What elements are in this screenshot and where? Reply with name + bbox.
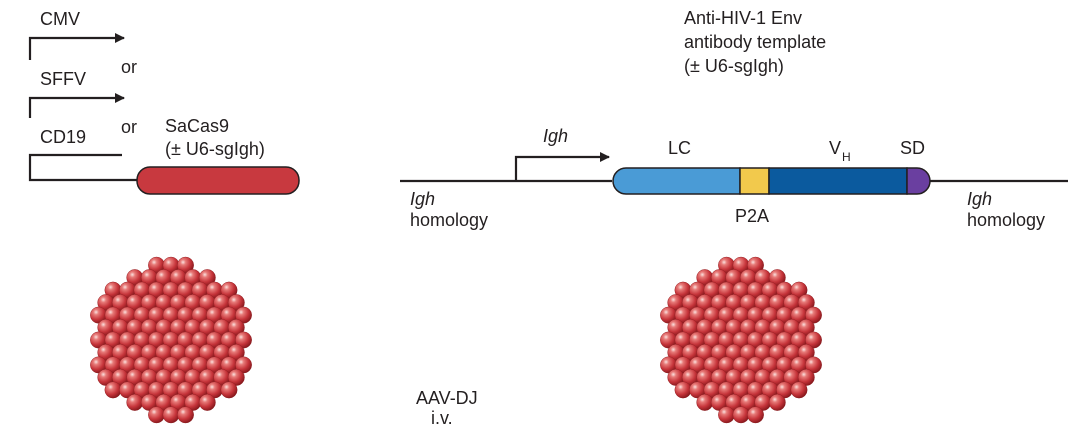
capsid-sphere: [718, 406, 735, 424]
capsid-sphere: [747, 406, 764, 424]
promoter-cmv-label: CMV: [40, 9, 80, 29]
vh-label-subscript: H: [842, 150, 851, 164]
sacas9-gene-box: [136, 166, 300, 195]
aav-capsid-left: [90, 256, 252, 424]
promoter-sffv-label: SFFV: [40, 69, 86, 89]
capsid-sphere: [790, 381, 808, 399]
capsid-sphere: [104, 381, 122, 399]
right-homology-label-1: Igh: [967, 189, 992, 209]
capsid-sphere: [696, 393, 714, 411]
capsid-sphere: [674, 381, 692, 399]
sd-segment: [906, 167, 931, 195]
delivery-route-label: i.v.: [431, 408, 453, 428]
left-construct: CMV or SFFV or CD19 SaCas9 (± U6-sgIgh): [28, 9, 300, 424]
capsid-sphere: [148, 406, 165, 424]
igh-promoter-label: Igh: [543, 126, 568, 146]
template-title-line3: (± U6-sgIgh): [684, 56, 784, 76]
vh-segment: [768, 167, 908, 195]
capsid-sphere: [220, 381, 238, 399]
capsid-sphere: [768, 393, 786, 411]
vh-label: VH: [829, 138, 851, 164]
p2a-segment: [739, 167, 770, 195]
right-construct: Anti-HIV-1 Env antibody template (± U6-s…: [400, 8, 1068, 424]
lc-label: LC: [668, 138, 691, 158]
left-homology-label-1: Igh: [410, 189, 435, 209]
promoter-cd19-label: CD19: [40, 127, 86, 147]
promoter-cd19-line: [28, 153, 140, 182]
delivery-vector-label: AAV-DJ: [416, 388, 478, 408]
igh-promoter-arrow: [514, 152, 610, 181]
sacas9-sublabel: (± U6-sgIgh): [165, 139, 265, 159]
right-homology-label-2: homology: [967, 210, 1045, 230]
promoter-cmv-arrow: [28, 33, 125, 60]
template-title-line1: Anti-HIV-1 Env: [684, 8, 802, 28]
capsid-sphere: [797, 368, 815, 386]
sacas9-label: SaCas9: [165, 116, 229, 136]
lc-segment: [612, 167, 741, 195]
capsid-sphere: [732, 406, 750, 424]
capsid-sphere: [162, 406, 180, 424]
or-label-2: or: [121, 117, 137, 137]
sd-label: SD: [900, 138, 925, 158]
capsid-sphere: [227, 368, 245, 386]
capsid-sphere: [126, 393, 144, 411]
template-title-line2: antibody template: [684, 32, 826, 52]
vh-label-main: V: [829, 138, 841, 158]
p2a-label: P2A: [735, 206, 769, 226]
promoter-sffv-arrow: [28, 93, 125, 118]
aav-capsid-right: [660, 256, 822, 424]
left-homology-label-2: homology: [410, 210, 488, 230]
capsid-sphere: [177, 406, 194, 424]
or-label-1: or: [121, 57, 137, 77]
capsid-sphere: [198, 393, 216, 411]
